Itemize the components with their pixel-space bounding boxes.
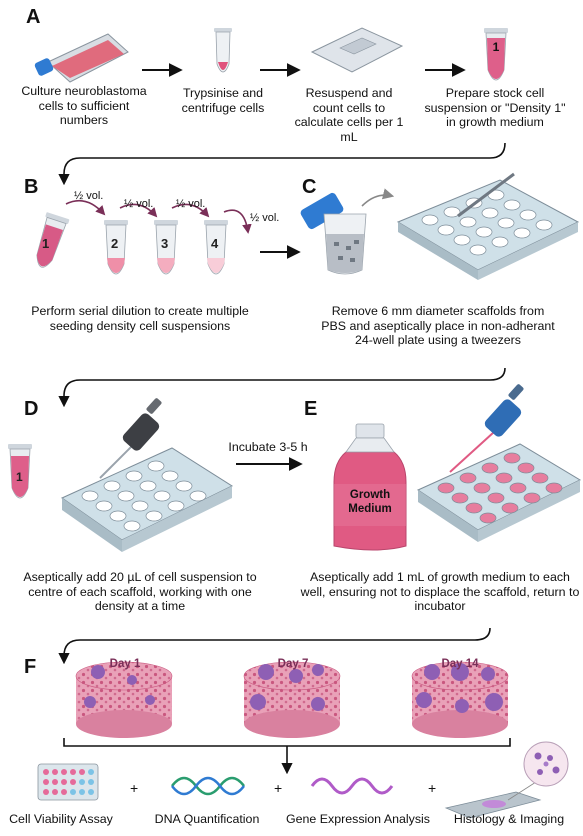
assay-label-gene: Gene Expression Analysis xyxy=(286,812,430,826)
tube-number-2: 2 xyxy=(111,236,119,251)
dilution-tube-2-icon xyxy=(104,220,128,275)
plus-sign-3: + xyxy=(428,780,437,796)
dilution-tube-1-icon xyxy=(36,212,70,268)
assay-label-dna: DNA Quantification xyxy=(154,812,260,826)
well-plate-d-icon xyxy=(60,447,234,552)
centrifuge-tube-icon xyxy=(214,28,232,73)
histology-slide-icon xyxy=(444,741,569,819)
well-plate-c-icon xyxy=(396,172,580,280)
step-c-caption: Remove 6 mm diameter scaffolds from PBS … xyxy=(321,304,555,348)
section-label-b: B xyxy=(24,176,39,198)
well-plate-e-icon xyxy=(416,443,582,542)
assay-label-histology: Histology & Imaging xyxy=(453,812,565,826)
half-vol-arrow-3 xyxy=(171,203,210,218)
dilution-tube-4-icon xyxy=(204,220,228,275)
section-label-c: C xyxy=(302,176,317,198)
half-vol-arrow-1 xyxy=(65,199,106,216)
incubate-text: Incubate 3-5 h xyxy=(228,440,308,454)
section-label-f: F xyxy=(24,656,37,678)
dilution-tube-3-icon xyxy=(154,220,178,275)
stock-tube-icon xyxy=(484,28,508,81)
step-b-caption: Perform serial dilution to create multip… xyxy=(31,304,249,333)
growth-medium-bottle-icon xyxy=(333,423,407,551)
connector-c-d xyxy=(58,367,506,408)
step-d-caption: Aseptically add 20 µL of cell suspension… xyxy=(23,570,257,614)
tube-number-3: 3 xyxy=(161,236,169,251)
half-vol-4: ½ vol. xyxy=(250,212,280,224)
connector-e-f xyxy=(58,627,491,665)
pipette-e-icon xyxy=(449,384,524,473)
day-label-7: Day 7 xyxy=(277,658,309,670)
half-vol-2: ½ vol. xyxy=(124,198,154,210)
half-vol-3: ½ vol. xyxy=(176,198,206,210)
cell-tube-d-icon xyxy=(8,444,32,499)
bottle-label: Growth Medium xyxy=(348,489,392,515)
step-a3-text: Resuspend and count cells to calculate c… xyxy=(294,86,404,144)
pipette-d-icon xyxy=(99,398,162,479)
stock-tube-number: 1 xyxy=(492,40,500,54)
assay-label-viability: Cell Viability Assay xyxy=(9,812,113,826)
plus-sign-1: + xyxy=(130,780,139,796)
half-vol-arrow-4 xyxy=(223,209,252,234)
rna-wave-icon xyxy=(310,777,394,795)
culture-flask-icon xyxy=(34,33,129,83)
arrow-jar-plate xyxy=(361,188,395,207)
step-a1-text: Culture neuroblastoma cells to sufficien… xyxy=(21,84,147,128)
half-vol-1: ½ vol. xyxy=(74,190,104,202)
pbs-jar-icon xyxy=(300,192,367,275)
hemocytometer-slide-icon xyxy=(310,27,404,73)
day-label-1: Day 1 xyxy=(109,658,141,670)
step-e-caption: Aseptically add 1 mL of growth medium to… xyxy=(300,570,580,614)
dna-helix-icon xyxy=(171,776,245,796)
scaffold-day-7 xyxy=(243,661,341,738)
scaffold-day-14 xyxy=(411,661,509,738)
connector-a-b xyxy=(58,142,506,186)
plus-sign-2: + xyxy=(274,780,283,796)
section-label-a: A xyxy=(26,6,41,28)
scaffold-day-1 xyxy=(75,661,173,738)
tube-number-4: 4 xyxy=(211,236,219,251)
step-a2-text: Trypsinise and centrifuge cells xyxy=(181,86,265,115)
section-label-d: D xyxy=(24,398,39,420)
day-label-14: Day 14 xyxy=(441,658,479,670)
cell-tube-number: 1 xyxy=(16,470,23,484)
step-a4-text: Prepare stock cell suspension or "Densit… xyxy=(424,86,566,130)
tube-number-1: 1 xyxy=(42,236,50,251)
section-label-e: E xyxy=(304,398,318,420)
half-vol-arrow-2 xyxy=(119,203,158,218)
analysis-bracket xyxy=(63,738,511,747)
viability-plate-icon xyxy=(37,763,99,801)
